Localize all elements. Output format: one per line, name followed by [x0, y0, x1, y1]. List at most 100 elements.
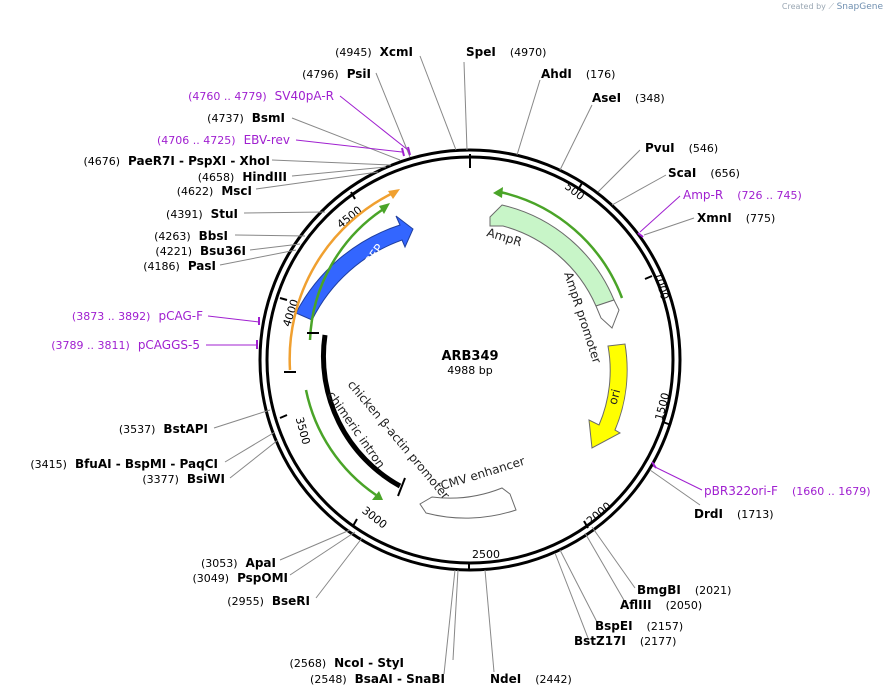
- leader-scai: [611, 174, 667, 206]
- watermark-brand: SnapGene: [836, 2, 883, 12]
- enzyme-stui: (4391)StuI: [166, 207, 238, 221]
- enzyme-msci: (4622)MscI: [177, 184, 252, 198]
- leader-bfuai: [224, 431, 276, 463]
- tick-3500-label: 3500: [293, 416, 313, 446]
- tick-4000: [279, 297, 288, 301]
- tick-500: [577, 182, 583, 191]
- tick-1000: [644, 275, 653, 280]
- leader-ebv-rev: [295, 139, 403, 153]
- leader-msci: [255, 171, 379, 190]
- enzyme-hindiii: (4658)HindIII: [198, 170, 287, 184]
- enzyme-pasi: (4186)PasI: [143, 259, 216, 273]
- tick-3000: [352, 518, 358, 527]
- leader-bsaai: [443, 569, 456, 675]
- leader-ahdi: [516, 79, 541, 156]
- leader-bspei: [559, 549, 599, 625]
- leader-bmgbi: [591, 526, 636, 589]
- chimeric-intron-arrowhead: [372, 491, 383, 500]
- leader-bseri: [315, 537, 363, 599]
- tick-2000-label: 2000: [584, 500, 614, 528]
- feature-ampr: [489, 204, 615, 307]
- chimeric-intron-arc: [304, 389, 377, 497]
- cmv-boundary-marker: [397, 477, 406, 497]
- leader-pasi: [219, 249, 297, 266]
- enzyme-labels: SpeI(4970) AhdI(176) AseI(348) PvuI(546)…: [30, 45, 775, 686]
- tick-3000-label: 3000: [359, 504, 389, 531]
- primer-pcaggs-5: (3789 .. 3811)pCAGGS-5: [51, 338, 200, 352]
- feature-tagbfp: [295, 215, 414, 321]
- enzyme-bbsi: (4263)BbsI: [154, 229, 228, 243]
- tick-1500: [662, 421, 672, 426]
- enzyme-bfuai-bspmi-paqci: (3415)BfuAI - BspMI - PaqCI: [30, 457, 218, 471]
- enzyme-aflIII: AflIII(2050): [620, 598, 702, 612]
- primer-pbr322ori-f: pBR322ori-F(1660 .. 1679): [704, 484, 871, 498]
- enzyme-ndei: NdeI(2442): [490, 672, 572, 686]
- snapgene-logo-icon: ⟋: [828, 2, 835, 11]
- leader-aflIII: [584, 532, 626, 603]
- leader-sv40pa-r: [339, 95, 409, 151]
- leader-ncoi: [452, 569, 459, 661]
- tagbfp-range-arrowhead: [379, 203, 390, 214]
- tick-1000-label: 1000: [651, 271, 671, 301]
- tick-4500: [350, 191, 356, 200]
- enzyme-pspomi: (3049)PspOMI: [192, 571, 288, 585]
- leader-bstz17i: [554, 552, 589, 639]
- enzyme-spei: SpeI(4970): [466, 45, 546, 59]
- ampr-range-arc: [499, 190, 624, 299]
- leader-bstapi: [213, 409, 271, 429]
- leader-ndei: [484, 569, 495, 673]
- enzyme-asei: AseI(348): [592, 91, 665, 105]
- primer-ebv-rev: (4706 .. 4725)EBV-rev: [157, 133, 290, 147]
- leader-pvui: [597, 149, 641, 193]
- enzyme-bsaai-snabi: (2548)BsaAI - SnaBI: [310, 672, 445, 686]
- watermark-prefix: Created by: [781, 2, 826, 11]
- leader-bsiwi: [229, 439, 279, 479]
- enzyme-paer7i-pspxi-xhoi: (4676)PaeR7I - PspXI - XhoI: [83, 154, 270, 168]
- primer-sv40pa-r: (4760 .. 4779)SV40pA-R: [188, 89, 334, 103]
- marker-amp-r: [637, 232, 644, 238]
- leader-xhoi: [271, 159, 392, 166]
- feature-ori: [588, 343, 628, 449]
- enzyme-bspei: BspEI(2157): [595, 619, 683, 633]
- enzyme-apai: (3053)ApaI: [201, 556, 276, 570]
- enzyme-leaders: [213, 55, 701, 675]
- leader-bsmi: [291, 117, 401, 161]
- plasmid-name: ARB349: [441, 349, 498, 364]
- feature-cmv-enhancer-label: CMV enhancer: [439, 454, 527, 493]
- marker-ebv-rev: [401, 147, 405, 157]
- leader-xmni: [643, 217, 695, 236]
- tagbfp-range-arc: [308, 206, 386, 341]
- marker-pbr322ori-f: [651, 461, 657, 469]
- tick-1500-label: 1500: [653, 391, 673, 421]
- enzyme-pvui: PvuI(546): [645, 141, 718, 155]
- marker-sv40pa-r: [407, 146, 411, 156]
- enzyme-scai: ScaI(656): [668, 166, 740, 180]
- enzyme-drdi: DrdI(1713): [694, 507, 774, 521]
- leader-stui: [243, 211, 326, 214]
- primer-pcag-f: (3873 .. 3892)pCAG-F: [72, 309, 203, 323]
- ampr-range-arrowhead: [493, 187, 503, 198]
- feature-ori-label: ori: [606, 388, 624, 407]
- primer-leaders: [206, 95, 703, 491]
- enzyme-ncoi-styi: (2568)NcoI - StyI: [290, 656, 404, 670]
- feature-chimeric-intron-label: chimeric intron: [324, 389, 387, 471]
- enzyme-bstz17i: BstZ17I(2177): [574, 634, 676, 648]
- leader-amp-r: [639, 195, 681, 233]
- tick-2000: [583, 520, 589, 529]
- tick-2500-label: 2500: [472, 548, 500, 561]
- leader-bsu36i: [249, 243, 301, 251]
- leader-pbr322ori-f: [652, 465, 703, 491]
- orange-range-arc: [288, 190, 396, 371]
- leader-pspomi: [289, 531, 356, 576]
- leader-hindiii: [291, 166, 387, 177]
- feature-ampr-promoter: [595, 299, 620, 329]
- enzyme-bseri: (2955)BseRI: [227, 594, 310, 608]
- leader-psii: [375, 72, 411, 158]
- enzyme-bsu36i: (4221)Bsu36I: [155, 244, 246, 258]
- enzyme-psii: (4796)PsiI: [302, 67, 371, 81]
- primer-amp-r: Amp-R(726 .. 745): [683, 188, 802, 202]
- enzyme-bstapi: (3537)BstAPI: [119, 422, 208, 436]
- leader-apai: [279, 529, 351, 561]
- leader-drdi: [649, 469, 701, 506]
